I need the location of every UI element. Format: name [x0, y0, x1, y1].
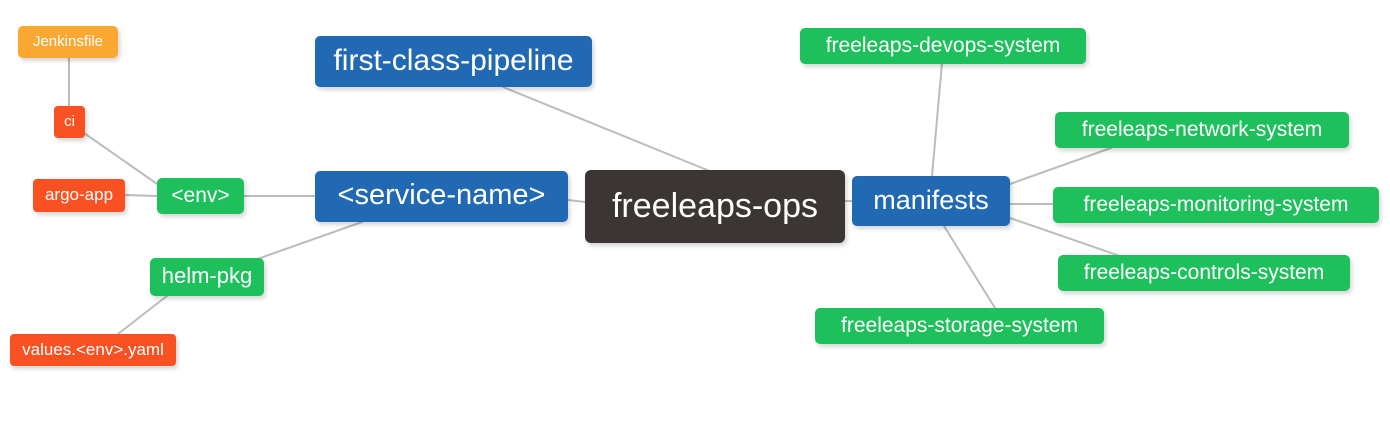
- node-first-class-pipeline[interactable]: first-class-pipeline: [315, 36, 592, 87]
- node-devops-system[interactable]: freeleaps-devops-system: [800, 28, 1086, 64]
- node-storage-system-label: freeleaps-storage-system: [841, 313, 1078, 337]
- node-argo-app[interactable]: argo-app: [33, 179, 125, 212]
- node-jenkinsfile-label: Jenkinsfile: [32, 32, 104, 50]
- node-monitoring-system[interactable]: freeleaps-monitoring-system: [1053, 187, 1379, 223]
- node-devops-system-label: freeleaps-devops-system: [825, 33, 1061, 57]
- node-freeleaps-ops[interactable]: freeleaps-ops: [585, 170, 845, 243]
- node-env-label: <env>: [171, 183, 230, 207]
- node-service-name[interactable]: <service-name>: [315, 171, 568, 222]
- edge-servicename-helmpkg: [245, 221, 363, 264]
- node-values-yaml-label: values.<env>.yaml: [22, 339, 164, 359]
- node-ci-label: ci: [64, 112, 75, 130]
- node-values-yaml[interactable]: values.<env>.yaml: [10, 334, 176, 366]
- node-helm-pkg-label: helm-pkg: [161, 263, 253, 288]
- edge-manifests-network: [1009, 147, 1112, 185]
- edge-servicename-root: [567, 199, 586, 203]
- node-first-class-pipeline-label: first-class-pipeline: [333, 43, 574, 77]
- edge-manifests-controls: [1009, 217, 1121, 257]
- node-ci[interactable]: ci: [54, 106, 85, 138]
- node-argo-app-label: argo-app: [44, 185, 114, 204]
- edge-manifests-storage: [943, 225, 996, 309]
- edge-manifests-devops: [931, 62, 943, 177]
- node-storage-system[interactable]: freeleaps-storage-system: [815, 308, 1104, 344]
- node-controls-system[interactable]: freeleaps-controls-system: [1058, 255, 1350, 291]
- node-freeleaps-ops-label: freeleaps-ops: [611, 186, 818, 225]
- edge-argoapp-env: [124, 194, 158, 197]
- node-controls-system-label: freeleaps-controls-system: [1083, 260, 1325, 284]
- node-monitoring-system-label: freeleaps-monitoring-system: [1083, 192, 1349, 216]
- node-helm-pkg[interactable]: helm-pkg: [150, 258, 264, 296]
- node-network-system[interactable]: freeleaps-network-system: [1055, 112, 1349, 148]
- node-service-name-label: <service-name>: [337, 179, 546, 211]
- node-jenkinsfile[interactable]: Jenkinsfile: [18, 26, 118, 58]
- edge-helmpkg-valuesyaml: [117, 291, 173, 335]
- node-manifests-label: manifests: [873, 184, 989, 215]
- node-manifests[interactable]: manifests: [852, 176, 1010, 226]
- node-env[interactable]: <env>: [157, 178, 244, 214]
- node-network-system-label: freeleaps-network-system: [1081, 117, 1323, 141]
- edge-firstclasspipeline-root: [502, 86, 713, 173]
